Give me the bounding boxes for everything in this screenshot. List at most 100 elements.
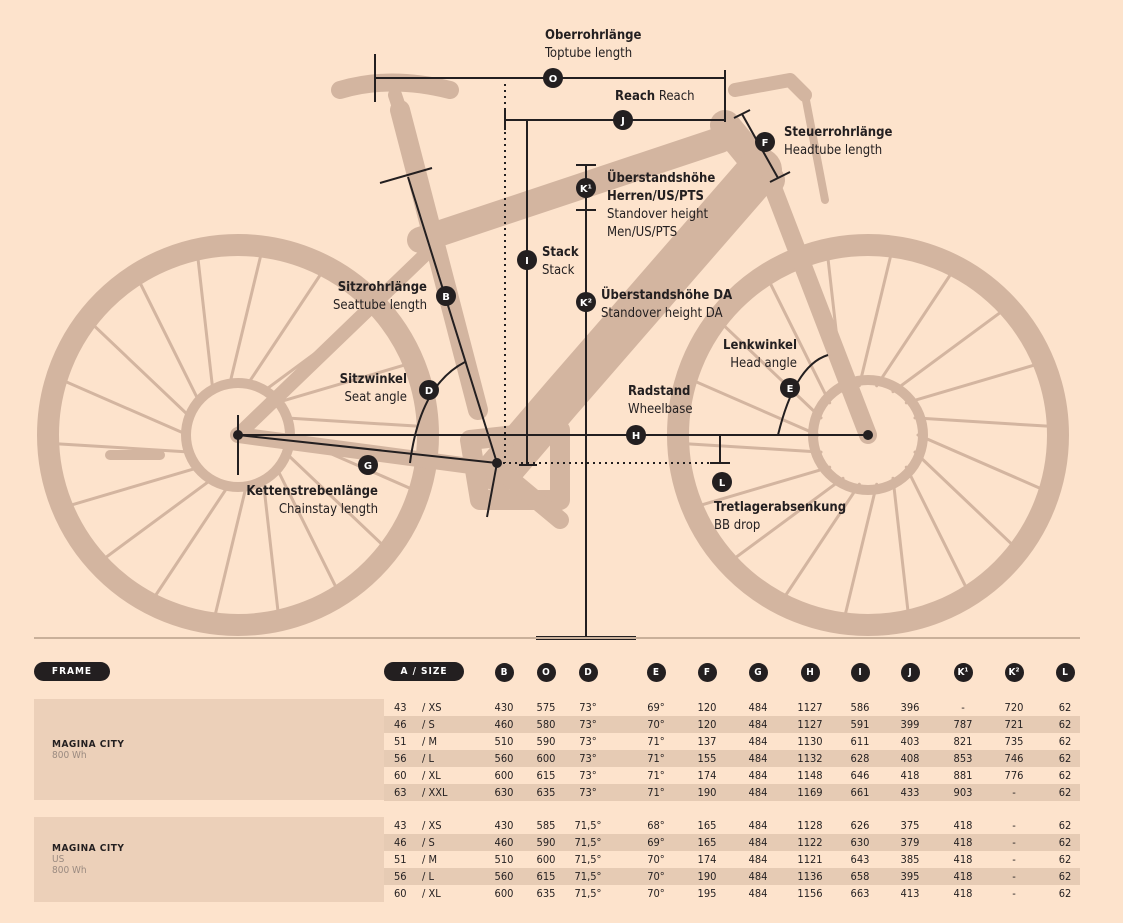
cell-E: 71° [647, 752, 665, 765]
cell-size-label: / S [422, 718, 435, 731]
spoke [734, 476, 845, 559]
cell-D: 71,5° [574, 853, 602, 866]
spoke [154, 482, 231, 597]
spoke [274, 363, 406, 405]
cell-K¹: 418 [953, 870, 973, 883]
cell-O: 615 [536, 870, 556, 883]
label-headtube-en: Headtube length [784, 143, 883, 158]
cell-O: 575 [536, 701, 556, 714]
cell-O: 600 [536, 853, 556, 866]
cell-G: 484 [748, 887, 768, 900]
cell-H: 1128 [797, 819, 823, 832]
cell-frame-size: 63 [394, 786, 407, 799]
marker-circle [755, 132, 775, 152]
cell-K¹: 853 [953, 752, 973, 765]
label-headtube: Steuerrohrlänge Headtube length [784, 124, 892, 160]
cell-size-label: / M [422, 735, 438, 748]
cell-H: 1169 [797, 786, 823, 799]
cell-frame-size: 43 [394, 701, 407, 714]
model-block-magina-city [34, 699, 384, 800]
cell-K²: 746 [1004, 752, 1024, 765]
cell-frame-size: 51 [394, 853, 407, 866]
spoke [56, 442, 193, 454]
spoke [213, 482, 249, 616]
cell-frame-size: 60 [394, 887, 407, 900]
label-standover-da-en: Standover height DA [601, 306, 723, 321]
marker-standover_men: K¹ [576, 178, 596, 198]
spoke [93, 324, 193, 420]
cell-K¹: - [961, 701, 965, 714]
label-stack-en: Stack [542, 263, 575, 278]
cell-D: 73° [579, 718, 597, 731]
spoke [283, 450, 383, 546]
cell-F: 120 [697, 701, 717, 714]
label-toptube-en: Toptube length [545, 46, 633, 61]
column-header-7: I [850, 663, 870, 682]
label-bbdrop: Tretlagerabsenkung BB drop [714, 499, 846, 535]
marker-circle [358, 455, 378, 475]
cell-L: 62 [1058, 836, 1072, 849]
column-header-9: K¹ [953, 663, 973, 682]
marker-letter: B [442, 292, 450, 303]
cell-L: 62 [1058, 735, 1072, 748]
cell-D: 73° [579, 735, 597, 748]
marker-stack: I [517, 250, 537, 270]
cell-E: 71° [647, 786, 665, 799]
cell-K²: - [1012, 819, 1016, 832]
cell-H: 1127 [797, 701, 823, 714]
cell-J: 396 [900, 701, 920, 714]
cell-J: 375 [900, 819, 920, 832]
marker-letter: E [787, 384, 794, 395]
marker-seattube: B [436, 286, 456, 306]
cell-K²: - [1012, 887, 1016, 900]
spoke [227, 254, 263, 388]
cell-G: 484 [748, 819, 768, 832]
cell-O: 590 [536, 836, 556, 849]
bike-silhouette [37, 73, 1069, 636]
spoke [138, 282, 202, 405]
spoke [274, 465, 338, 588]
spoke [686, 442, 823, 454]
cell-H: 1136 [797, 870, 823, 883]
cell-H: 1132 [797, 752, 823, 765]
cell-B: 600 [494, 887, 514, 900]
marker-headangle: E [780, 378, 800, 398]
cell-G: 484 [748, 718, 768, 731]
marker-bbdrop: L [712, 472, 732, 492]
cell-B: 510 [494, 853, 514, 866]
cell-K¹: 418 [953, 853, 973, 866]
cell-I: 661 [850, 786, 870, 799]
cell-frame-size: 60 [394, 769, 407, 782]
label-seatangle: Sitzwinkel Seat angle [300, 371, 407, 407]
column-header-4: F [697, 663, 717, 682]
cell-D: 71,5° [574, 836, 602, 849]
marker-circle [517, 250, 537, 270]
spoke [196, 257, 215, 394]
cell-F: 120 [697, 718, 717, 731]
label-toptube-de: Oberrohrlänge [545, 28, 642, 43]
spoke [875, 273, 952, 388]
cell-L: 62 [1058, 752, 1072, 765]
frame-header-pill: FRAME [34, 662, 110, 681]
cell-K¹: 821 [953, 735, 973, 748]
spoke [904, 363, 1036, 405]
cell-K²: - [1012, 836, 1016, 849]
column-header-10: K² [1004, 663, 1024, 682]
cell-B: 460 [494, 836, 514, 849]
cell-E: 70° [647, 887, 665, 900]
marker-toptube: O [543, 68, 563, 88]
model-block-magina-city-us [34, 817, 384, 902]
cell-L: 62 [1058, 786, 1072, 799]
label-reach: Reach Reach [615, 88, 695, 106]
spoke [283, 416, 420, 428]
marker-circle [436, 286, 456, 306]
marker-circle [543, 68, 563, 88]
cell-O: 580 [536, 718, 556, 731]
cell-K²: 721 [1004, 718, 1024, 731]
